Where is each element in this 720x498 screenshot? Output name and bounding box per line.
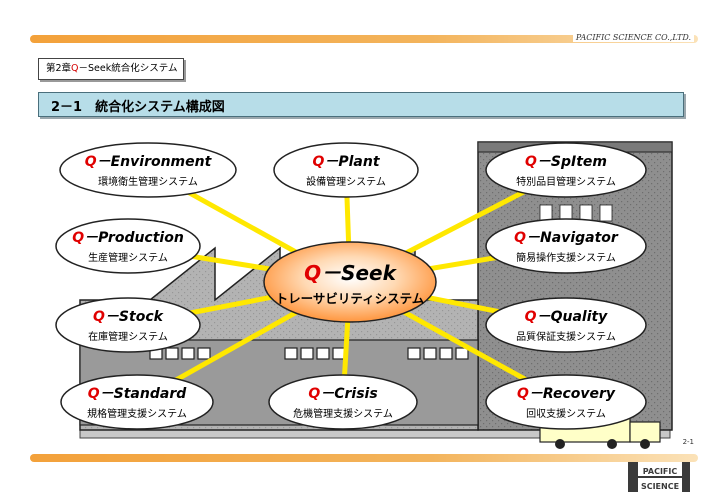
svg-text:Q－Crisis: Q－Crisis <box>308 386 377 402</box>
node-title-crisis: －Crisis <box>320 386 377 402</box>
svg-text:Q－Standard: Q－Standard <box>88 386 187 402</box>
node-q-recovery: Q <box>517 386 529 402</box>
node-q-environment: Q <box>85 154 97 170</box>
node-subtitle-spitem: 特別品目管理システム <box>516 175 616 188</box>
svg-text:Q－Environment: Q－Environment <box>85 154 213 170</box>
node-q-navigator: Q <box>514 230 526 246</box>
node-subtitle-quality: 品質保証支援システム <box>516 330 616 343</box>
node-spitem <box>485 142 647 198</box>
node-center-seek <box>263 241 437 323</box>
svg-text:Q－Navigator: Q－Navigator <box>514 230 619 246</box>
svg-text:Q－Stock: Q－Stock <box>93 309 165 325</box>
svg-text:Q－Production: Q－Production <box>72 230 184 246</box>
node-title-navigator: －Navigator <box>526 230 619 246</box>
node-q-plant: Q <box>312 154 324 170</box>
node-standard <box>60 374 214 430</box>
node-q-stock: Q <box>93 309 105 325</box>
node-stock <box>55 297 201 353</box>
node-subtitle-navigator: 簡易操作支援システム <box>516 251 616 264</box>
chapter-q: Q <box>71 63 79 74</box>
node-navigator <box>485 218 647 274</box>
node-q-crisis: Q <box>308 386 320 402</box>
center-subtitle: トレーサビリティシステム <box>276 291 425 306</box>
node-title-environment: －Environment <box>97 154 213 170</box>
node-recovery <box>485 374 647 430</box>
section-title-bar: 2－1 統合化システム構成図 <box>38 92 684 117</box>
footer-bar <box>30 454 698 462</box>
node-title-recovery: －Recovery <box>529 386 616 402</box>
node-q-standard: Q <box>88 386 100 402</box>
chapter-prefix: 第2章 <box>46 63 72 74</box>
node-title-production: －Production <box>84 230 184 246</box>
node-title-standard: －Standard <box>100 386 188 402</box>
node-subtitle-standard: 規格管理支援システム <box>87 407 187 420</box>
header-bar <box>30 35 698 43</box>
node-environment <box>59 142 237 198</box>
node-title-spitem: －SpItem <box>537 154 607 170</box>
chapter-label: 第2章Q－Seek統合化システム <box>38 58 185 80</box>
chapter-suffix: －Seek統合化システム <box>78 63 178 74</box>
node-q-spitem: Q <box>525 154 537 170</box>
center-title: －Seek <box>321 261 398 285</box>
node-subtitle-production: 生産管理システム <box>88 251 168 264</box>
node-title-quality: －Quality <box>537 309 609 325</box>
svg-text:Q－Seek: Q－Seek <box>304 261 398 285</box>
svg-text:Q－Quality: Q－Quality <box>525 309 609 325</box>
node-quality <box>485 297 647 353</box>
svg-text:SCIENCE: SCIENCE <box>641 482 679 491</box>
pacific-science-logo: PACIFIC SCIENCE <box>628 462 690 492</box>
node-subtitle-recovery: 回収支援システム <box>526 407 606 420</box>
node-title-stock: －Stock <box>105 309 165 325</box>
svg-text:PACIFIC: PACIFIC <box>643 467 678 476</box>
node-crisis <box>268 374 418 430</box>
node-subtitle-crisis: 危機管理支援システム <box>293 407 393 420</box>
page-number: 2-1 <box>682 438 694 446</box>
company-name: PACIFIC SCIENCE CO.,LTD. <box>572 33 694 42</box>
section-title: 2－1 統合化システム構成図 <box>51 100 225 115</box>
node-plant <box>273 142 419 198</box>
node-production <box>55 218 201 274</box>
node-subtitle-plant: 設備管理システム <box>306 175 386 188</box>
node-q-production: Q <box>72 230 84 246</box>
svg-text:Q－Plant: Q－Plant <box>312 154 380 170</box>
node-q-quality: Q <box>525 309 537 325</box>
node-subtitle-environment: 環境衛生管理システム <box>98 175 198 188</box>
center-q: Q <box>304 261 321 285</box>
svg-text:Q－Recovery: Q－Recovery <box>517 386 616 402</box>
svg-text:Q－SpItem: Q－SpItem <box>525 154 607 170</box>
node-title-plant: －Plant <box>324 154 380 170</box>
node-subtitle-stock: 在庫管理システム <box>88 330 168 343</box>
